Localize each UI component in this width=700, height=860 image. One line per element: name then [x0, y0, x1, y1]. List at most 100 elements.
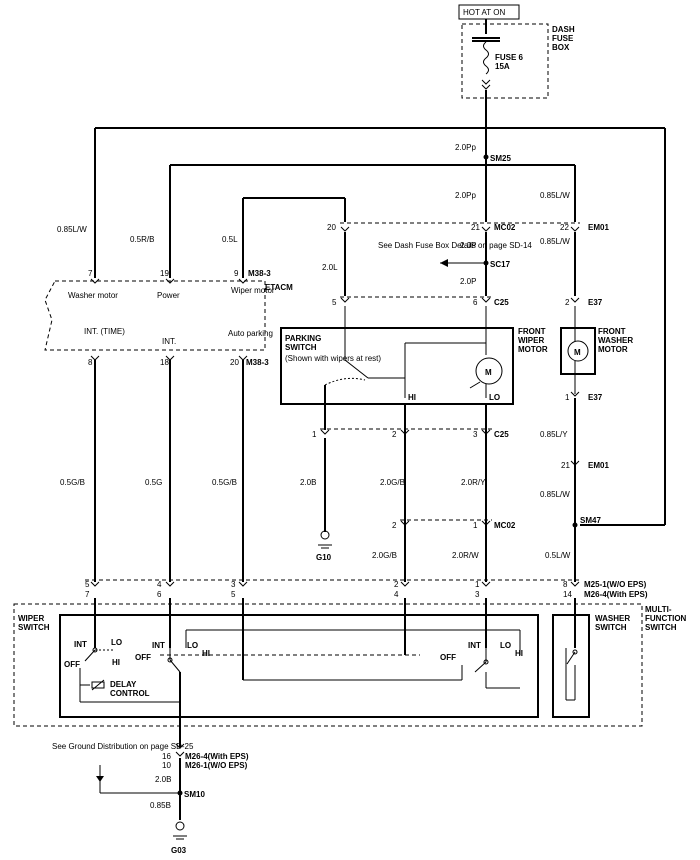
connector-m38-3-bottom-label: M38-3	[246, 358, 269, 367]
wire-label: 0.5G/B	[60, 478, 85, 487]
front-washer-motor-title-3: MOTOR	[598, 345, 628, 354]
multi-function-title-3: SWITCH	[645, 623, 677, 632]
wire-label: 0.5L	[222, 235, 238, 244]
wiper-motor-hi: HI	[408, 393, 416, 402]
dash-fuse-box	[461, 23, 549, 99]
pin: 8	[88, 358, 93, 367]
etacm-box	[44, 280, 266, 351]
etacm-label: ETACM	[265, 283, 293, 292]
pin: 22	[560, 223, 569, 232]
wiper-switch-title: WIPER	[18, 614, 44, 623]
multi-function-switch-box	[13, 603, 643, 727]
etacm-auto-parking: Auto parking	[228, 329, 273, 338]
ground-g03-icon	[175, 821, 185, 831]
pin: 6	[473, 298, 478, 307]
delay-control-resistor	[91, 681, 105, 689]
washer-switch-box	[552, 614, 590, 718]
wire-label: 0.85L/W	[540, 237, 570, 246]
wire-label: 0.85L/Y	[540, 430, 568, 439]
switch1-off: OFF	[64, 660, 80, 669]
pin: 3	[473, 430, 478, 439]
pin: 2	[394, 580, 399, 589]
front-washer-motor-box	[560, 327, 596, 375]
connector-m26-1-label: M26-1(W/O EPS)	[185, 761, 248, 770]
wire-label: 2.0P	[460, 241, 476, 250]
pin: 20	[230, 358, 239, 367]
pin: 7	[88, 269, 93, 278]
wire-label: 2.0B	[300, 478, 316, 487]
pin: 2	[392, 521, 397, 530]
wire-label: 0.85L/W	[540, 191, 570, 200]
wire-label: 0.5G/B	[212, 478, 237, 487]
connector-c25-mid-label: C25	[494, 430, 509, 439]
pin: 2	[565, 298, 570, 307]
splice-sm25: SM25	[490, 154, 511, 163]
parking-switch-title: PARKING	[285, 334, 321, 343]
switch1-lo: LO	[111, 638, 122, 647]
switch1-int: INT	[74, 640, 87, 649]
pin: 7	[85, 590, 90, 599]
front-wiper-motor-box	[280, 327, 514, 405]
wire-label: 2.0P	[460, 277, 476, 286]
pin: 6	[157, 590, 162, 599]
multi-function-title-2: FUNCTION	[645, 614, 687, 623]
switch3-int: INT	[468, 641, 481, 650]
pin: 5	[85, 580, 90, 589]
etacm-washer-motor: Washer motor	[68, 291, 118, 300]
switch3-off: OFF	[440, 653, 456, 662]
etacm-power: Power	[157, 291, 180, 300]
pin: 14	[563, 590, 572, 599]
connector-em01-label: EM01	[588, 223, 609, 232]
fuse-6-symbol	[483, 41, 489, 75]
connector-mc02-label: MC02	[494, 223, 516, 232]
connector-e37-label: E37	[588, 298, 603, 307]
pin: 21	[561, 461, 570, 470]
wire-label: 2.0G/B	[372, 551, 397, 560]
delay-label: DELAY	[110, 680, 137, 689]
wire-label: 2.0G/B	[380, 478, 405, 487]
wiper-motor-icon	[475, 357, 503, 385]
pin: 5	[332, 298, 337, 307]
pin: 1	[312, 430, 317, 439]
washer-motor-label: M	[574, 348, 581, 357]
pin: 8	[563, 580, 568, 589]
fuse-box-title-1: DASH	[552, 25, 575, 34]
etacm-int: INT.	[162, 337, 176, 346]
wiper-switch-box	[59, 614, 539, 718]
wire-label: 2.0B	[155, 775, 171, 784]
front-washer-motor-title-2: WASHER	[598, 336, 633, 345]
washer-switch-title-2: SWITCH	[595, 623, 627, 632]
fuse-rating: 15A	[495, 62, 510, 71]
splice-sm47: SM47	[580, 516, 601, 525]
connector-e37-bottom-label: E37	[588, 393, 603, 402]
front-wiper-motor-title: FRONT	[518, 327, 546, 336]
fuse-box-title-3: BOX	[552, 43, 570, 52]
connector-c25-label: C25	[494, 298, 509, 307]
front-wiper-motor-title-3: MOTOR	[518, 345, 548, 354]
switch2-int: INT	[152, 641, 165, 650]
pin: 9	[234, 269, 239, 278]
switch3-lo: LO	[500, 641, 511, 650]
pin: 3	[231, 580, 236, 589]
wire-label: 0.85B	[150, 801, 171, 810]
connector-m25-1-label: M25-1(W/O EPS)	[584, 580, 647, 589]
pin: 2	[392, 430, 397, 439]
parking-switch-title-2: SWITCH	[285, 343, 317, 352]
connector-m38-3-label: M38-3	[248, 269, 271, 278]
pin: 3	[475, 590, 480, 599]
front-wiper-motor-title-2: WIPER	[518, 336, 544, 345]
wiper-motor-label: M	[485, 368, 492, 377]
washer-switch-contact	[566, 651, 576, 665]
switch2-hi: HI	[202, 649, 210, 658]
hot-at-on-label: HOT AT ON	[463, 8, 505, 17]
pin: 4	[394, 590, 399, 599]
pin: 21	[471, 223, 480, 232]
wire-label: 2.0R/W	[452, 551, 479, 560]
wire-label: 2.0R/Y	[461, 478, 486, 487]
wire-label: 0.5L/W	[545, 551, 571, 560]
pin: 18	[160, 358, 169, 367]
splice-sc17: SC17	[490, 260, 511, 269]
pin: 5	[231, 590, 236, 599]
see-dash-fuse-note: See Dash Fuse Box Details on page SD-14	[378, 241, 532, 250]
